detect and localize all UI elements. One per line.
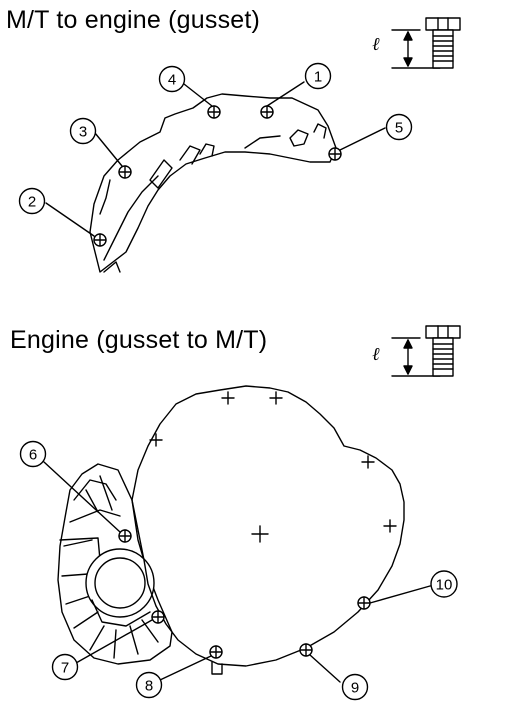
bolt-marker-3	[118, 165, 132, 179]
bolt-marker-4	[207, 105, 221, 119]
bolt-length-symbol-bottom: ℓ	[372, 344, 380, 364]
bolt-marker-5	[328, 147, 342, 161]
callout-9: 9	[341, 673, 369, 701]
bolt-marker-1	[260, 105, 274, 119]
engine-housing-outline	[57, 385, 405, 675]
svg-text:10: 10	[436, 577, 453, 594]
section-2-title: Engine (gusset to M/T)	[10, 326, 268, 354]
bolt-length-icon-top: ℓ	[372, 17, 461, 69]
section-1-title: M/T to engine (gusset)	[6, 6, 261, 34]
bolt-marker-10	[357, 596, 371, 610]
callout-2: 2	[18, 187, 46, 215]
callout-7: 7	[51, 653, 79, 681]
svg-text:6: 6	[29, 447, 37, 464]
svg-text:1: 1	[314, 69, 322, 86]
callout-4: 4	[158, 65, 186, 93]
callout-10: 10	[430, 570, 458, 598]
svg-text:9: 9	[351, 680, 359, 697]
bolt-marker-8	[209, 645, 223, 659]
bolt-marker-7	[151, 610, 165, 624]
svg-text:4: 4	[168, 72, 176, 89]
bolt-length-icon-bottom: ℓ	[372, 325, 461, 377]
bolt-marker-2	[93, 233, 107, 247]
bolt-marker-6	[118, 529, 132, 543]
svg-text:7: 7	[61, 660, 69, 677]
svg-text:3: 3	[79, 124, 87, 141]
bolt-length-symbol-top: ℓ	[372, 34, 380, 54]
callout-3: 3	[69, 117, 97, 145]
callout-1: 1	[304, 62, 332, 90]
svg-text:5: 5	[395, 120, 403, 137]
callout-8: 8	[135, 671, 163, 699]
gusset-part-outline	[89, 93, 337, 273]
callout-5: 5	[385, 113, 413, 141]
bolt-marker-9	[299, 643, 313, 657]
callout-6: 6	[19, 440, 47, 468]
svg-text:8: 8	[145, 678, 153, 695]
svg-text:2: 2	[28, 194, 36, 211]
